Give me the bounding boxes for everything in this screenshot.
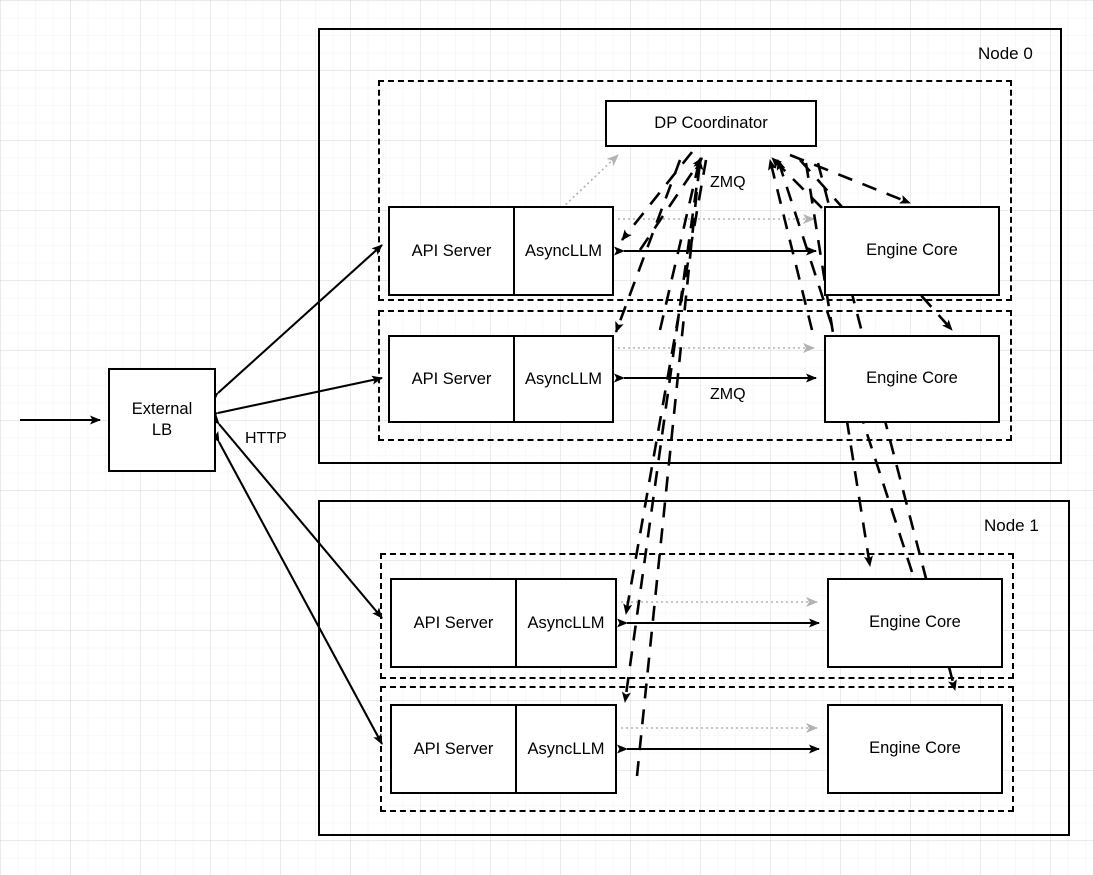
node-1-rank-1-api-server-label: API Server bbox=[392, 706, 517, 792]
node-1-rank-1-group bbox=[380, 686, 1014, 812]
node-1-rank-0-group bbox=[380, 553, 1014, 679]
node-1-rank-0-api-server-box[interactable]: API Server AsyncLLM bbox=[390, 578, 617, 668]
node-1-rank-1-engine-core-box[interactable]: Engine Core bbox=[827, 704, 1003, 794]
node-0-frame bbox=[318, 28, 1062, 464]
node-0-rank-0-asyncllm-label: AsyncLLM bbox=[524, 241, 603, 260]
node-1-rank-1-asyncllm-label: AsyncLLM bbox=[527, 739, 605, 758]
node-0-rank-1-zmq-label: ZMQ bbox=[710, 386, 746, 403]
node-0-rank-1-engine-core-label: Engine Core bbox=[866, 369, 958, 388]
node-1-rank-1-api-server-box[interactable]: API Server AsyncLLM bbox=[390, 704, 617, 794]
node-0-rank-0-engine-core-box[interactable]: Engine Core bbox=[824, 206, 1000, 296]
node-0-rank-0-engine-core-label: Engine Core bbox=[866, 241, 958, 260]
external-lb-label-line2: LB bbox=[151, 421, 173, 439]
node-0-rank-1-engine-core-box[interactable]: Engine Core bbox=[824, 335, 1000, 423]
dp-coordinator-label: DP Coordinator bbox=[654, 113, 768, 132]
node-0-rank-0-api-server-label: API Server bbox=[390, 208, 515, 294]
node-0-rank-0-group bbox=[378, 80, 1012, 301]
external-lb-box[interactable]: External LB bbox=[108, 368, 216, 472]
node-1-label: Node 1 bbox=[984, 516, 1039, 535]
node-0-rank-0-zmq-label: ZMQ bbox=[710, 174, 746, 191]
node-0-rank-1-api-server-label: API Server bbox=[390, 337, 515, 421]
node-1-rank-0-engine-core-label: Engine Core bbox=[869, 613, 961, 632]
node-0-rank-1-group bbox=[378, 310, 1012, 441]
dp-coordinator-box[interactable]: DP Coordinator bbox=[605, 100, 817, 147]
node-0-label: Node 0 bbox=[978, 44, 1033, 63]
node-1-rank-0-asyncllm-label: AsyncLLM bbox=[527, 613, 605, 632]
node-1-rank-1-engine-core-label: Engine Core bbox=[869, 739, 961, 758]
node-0-rank-1-asyncllm-label: AsyncLLM bbox=[524, 369, 603, 388]
node-1-rank-0-api-server-label: API Server bbox=[392, 580, 517, 666]
external-lb-label-line1: External bbox=[131, 400, 193, 419]
node-0-rank-0-api-server-box[interactable]: API Server AsyncLLM bbox=[388, 206, 614, 296]
node-1-frame bbox=[318, 500, 1070, 836]
http-label: HTTP bbox=[245, 430, 287, 447]
node-0-rank-1-api-server-box[interactable]: API Server AsyncLLM bbox=[388, 335, 614, 423]
node-1-rank-0-engine-core-box[interactable]: Engine Core bbox=[827, 578, 1003, 668]
